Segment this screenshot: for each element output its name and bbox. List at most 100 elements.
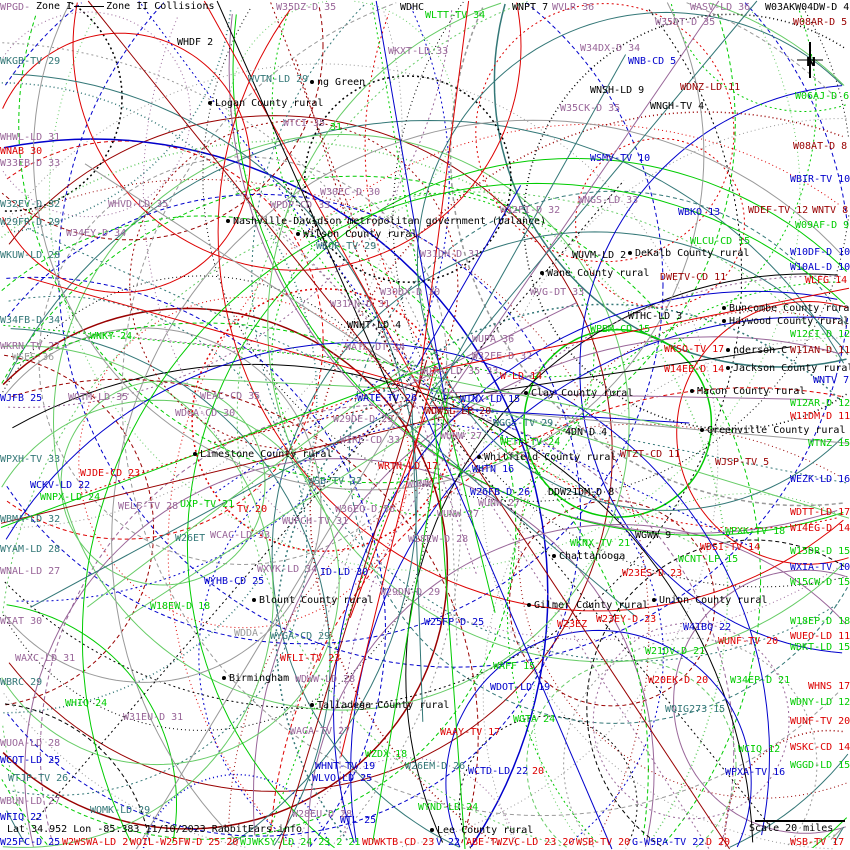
station-label[interactable]: WATC-DT 34: [345, 342, 406, 353]
station-label[interactable]: WPBM-CD 15: [590, 324, 651, 335]
station-label[interactable]: W34EP-D 21: [730, 675, 791, 686]
station-label[interactable]: WTJP-TV 26: [8, 773, 69, 784]
station-label[interactable]: WNGS-LD 33: [578, 195, 639, 206]
station-label[interactable]: WHWL-LD 31: [0, 132, 61, 143]
station-label[interactable]: WUNW: [407, 479, 432, 490]
station-label[interactable]: WPGD-: [0, 2, 31, 13]
station-label[interactable]: W2WSWA-LD 2: [62, 837, 129, 848]
station-label[interactable]: W11DM-D 11: [790, 411, 850, 422]
station-label[interactable]: WKNX-TV 21: [570, 538, 631, 549]
station-label[interactable]: WSES 36: [12, 352, 55, 363]
station-label[interactable]: WSB-TV 17: [790, 837, 845, 848]
station-label[interactable]: WQMK-LD 29: [90, 805, 151, 816]
station-label[interactable]: WBIR-TV 10: [790, 174, 850, 185]
station-label[interactable]: WKXT-LD 33: [388, 46, 449, 57]
station-label[interactable]: W35CK-D 35: [560, 103, 621, 114]
station-label[interactable]: W34EY-D 34: [66, 228, 127, 239]
station-label[interactable]: WKOP-TV 29: [316, 241, 377, 252]
station-label[interactable]: 20: [532, 766, 545, 777]
station-label[interactable]: WETP-TV 24: [500, 437, 561, 448]
station-label[interactable]: W23EZ: [557, 619, 588, 630]
station-label[interactable]: WYND-LD 24: [418, 802, 479, 813]
station-label[interactable]: WCKV-LD 22: [30, 480, 91, 491]
station-label[interactable]: W10DF-D 10: [790, 247, 850, 258]
station-label[interactable]: ID-LD 30: [320, 567, 369, 578]
station-label[interactable]: WLTT-TV 34: [425, 10, 486, 21]
station-label[interactable]: WUNF-TV 20: [718, 636, 779, 647]
station-label[interactable]: WTCI 35: [283, 118, 326, 129]
station-label[interactable]: W30EC-D 30: [320, 187, 381, 198]
station-label[interactable]: WKGB-TV 29: [0, 56, 61, 67]
station-label[interactable]: WDGA-CD 30: [175, 408, 236, 419]
station-label[interactable]: WTHC-LD 3: [628, 311, 683, 322]
station-label[interactable]: WAAY-TV 17: [440, 727, 501, 738]
station-label[interactable]: WSB-TV 20: [576, 837, 631, 848]
station-label[interactable]: WDHC: [400, 2, 425, 13]
station-label[interactable]: WNSH-LD 9: [590, 85, 645, 96]
station-label[interactable]: W41BQ 22: [683, 622, 732, 633]
station-label[interactable]: WAFF 15: [493, 661, 536, 672]
station-label[interactable]: WNGH-TV 4: [650, 101, 705, 112]
station-label[interactable]: WUNW 27: [440, 431, 483, 442]
station-label[interactable]: WHVD-LD 35: [108, 199, 169, 210]
station-label[interactable]: W28EW-D 28: [408, 534, 469, 545]
station-label[interactable]: WYHB-CD 25: [204, 576, 265, 587]
station-label[interactable]: W25FC-D 25: [0, 837, 61, 848]
station-label[interactable]: W35DT-D 35: [655, 17, 716, 28]
station-label[interactable]: WCNT-LP 15: [678, 554, 739, 565]
station-label[interactable]: WUNW 27: [478, 498, 521, 509]
station-label[interactable]: W25FP-D 25: [424, 617, 485, 628]
station-label[interactable]: WEAC-CD 35: [200, 391, 261, 402]
station-label[interactable]: WGWW 9: [635, 530, 672, 541]
station-label[interactable]: WNAB 30: [0, 146, 43, 157]
station-label[interactable]: WPXH-TV 33: [0, 454, 61, 465]
station-label[interactable]: WHTN 16: [472, 464, 515, 475]
station-label[interactable]: W14EG-D 14: [790, 523, 850, 534]
station-label[interactable]: WUNF-TV 20: [790, 716, 850, 727]
station-label[interactable]: W33EB-D 33: [0, 158, 61, 169]
station-label[interactable]: WPXA-TV 16: [725, 767, 786, 778]
station-label[interactable]: W28EU-D 28: [292, 809, 353, 820]
station-label[interactable]: WUOA-LD 28: [0, 738, 61, 749]
station-label[interactable]: WPDP-CD 33: [270, 200, 331, 211]
station-label[interactable]: WKSO-TV 17: [664, 344, 725, 355]
station-label[interactable]: WDTT-LD 17: [790, 507, 850, 518]
station-label[interactable]: WGGD-LD 15: [790, 760, 850, 771]
station-label[interactable]: WJFB 25: [0, 393, 43, 404]
station-label[interactable]: W34DX-D 34: [580, 43, 641, 54]
station-label[interactable]: WCTD-LD 22: [468, 766, 529, 777]
station-label[interactable]: WXVK-LD 34: [257, 564, 318, 575]
station-label[interactable]: DDW21DM-D 8: [548, 487, 615, 498]
station-label[interactable]: W14EE-D 14: [664, 364, 725, 375]
station-label[interactable]: W31AN-D 31: [330, 299, 391, 310]
station-label[interactable]: WNPX-LD 24: [40, 492, 101, 503]
station-label[interactable]: WVTN-LD 29: [248, 74, 309, 85]
station-label[interactable]: WDDA-: [234, 628, 265, 639]
station-label[interactable]: W26ET: [175, 533, 206, 544]
station-label[interactable]: WDKT-LD 15: [790, 642, 850, 653]
station-label[interactable]: W23ES-D 23: [622, 568, 683, 579]
station-label[interactable]: WAXC-LD 31: [15, 653, 76, 664]
station-label[interactable]: UXP-TV 21: [180, 499, 235, 510]
station-label[interactable]: ABE-TWZVC-LD 23 20: [466, 837, 575, 848]
station-label[interactable]: WDNY-LD 12: [790, 697, 850, 708]
station-label[interactable]: WSKC-CD 14: [790, 742, 850, 753]
station-label[interactable]: W20EK-D 20: [648, 675, 709, 686]
station-label[interactable]: WSB-TV 32: [308, 476, 363, 487]
station-label[interactable]: WIAT 30: [0, 616, 43, 627]
station-label[interactable]: WHNS 17: [808, 681, 850, 692]
station-label[interactable]: W18EW-D 18: [150, 601, 211, 612]
station-label[interactable]: WDWW-LD 28: [295, 674, 356, 685]
station-label[interactable]: W34FB-D 34: [0, 315, 61, 326]
station-label[interactable]: WNTV 8: [812, 205, 849, 216]
station-label[interactable]: W10AL-D 10: [790, 262, 850, 273]
station-label[interactable]: 4DN-D 4: [565, 427, 608, 438]
station-label[interactable]: WDWKTB-CD 23: [362, 837, 435, 848]
station-label[interactable]: WNPT 7: [512, 2, 549, 13]
station-label[interactable]: WTL 25: [340, 815, 377, 826]
station-label[interactable]: W09AF-D 9: [795, 220, 850, 231]
station-label[interactable]: W08AT-D 8: [793, 141, 848, 152]
station-label[interactable]: WVG-DT 33: [530, 287, 585, 298]
station-label[interactable]: WDTA-LD 35 33: [420, 366, 499, 377]
station-label[interactable]: WELF-TV 28: [118, 501, 179, 512]
